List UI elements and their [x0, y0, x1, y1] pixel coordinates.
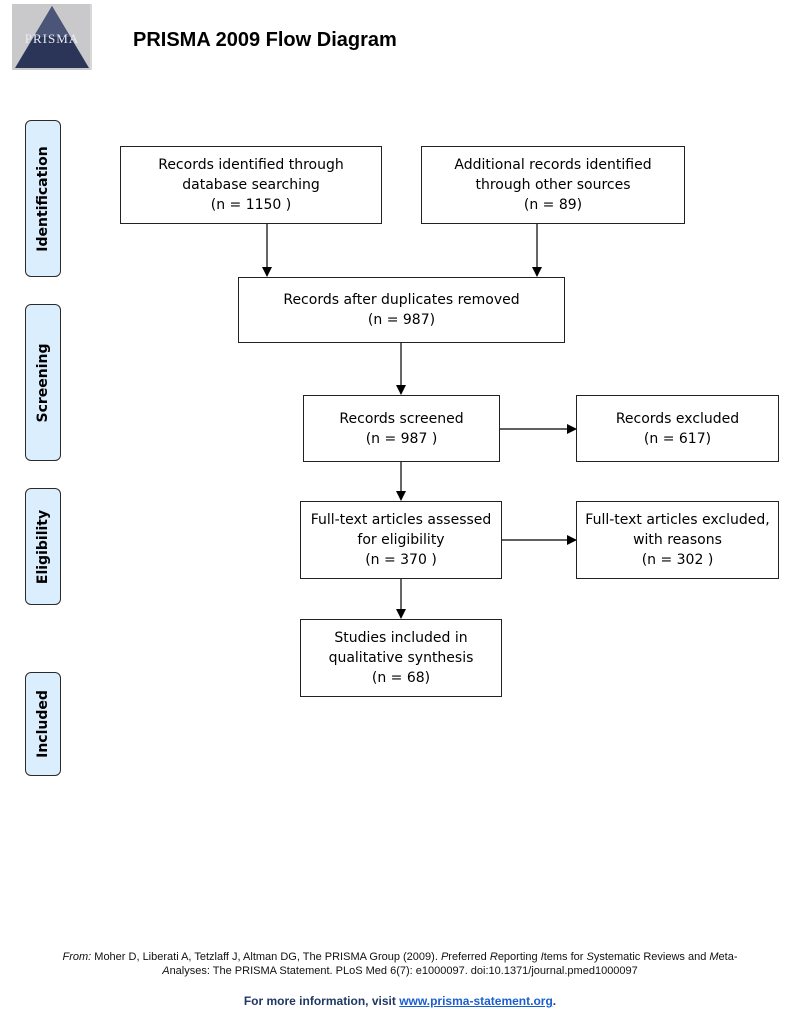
citation-title-part: eporting	[497, 951, 541, 963]
box-count: (n = 1150 )	[210, 197, 292, 213]
citation-title-letter: M	[709, 951, 719, 963]
phase-screening: Screening	[25, 304, 61, 461]
prisma-logo: PRISMA	[12, 4, 92, 70]
box-count: (n = 987)	[367, 312, 436, 328]
citation-title-part: eta-	[718, 951, 738, 963]
citation-title-letter: R	[489, 951, 498, 963]
footer-more-info: For more information, visit www.prisma-s…	[0, 994, 800, 1008]
box-text: database searching	[182, 177, 320, 193]
phase-identification: Identification	[25, 120, 61, 277]
box-after-duplicates: Records after duplicates removed (n = 98…	[238, 277, 565, 343]
phase-included: Included	[25, 672, 61, 776]
logo-triangle-icon	[15, 6, 89, 68]
citation-title-letter: A	[162, 965, 170, 977]
box-text: through other sources	[475, 177, 631, 193]
box-records-screened: Records screened (n = 987 )	[303, 395, 500, 462]
logo-text: PRISMA	[24, 31, 80, 46]
citation-title-letter: S	[586, 951, 594, 963]
box-text: with reasons	[633, 532, 722, 548]
box-text: Additional records identified	[454, 157, 652, 173]
citation-title-part: tems for	[543, 951, 587, 963]
box-other-sources: Additional records identified through ot…	[421, 146, 685, 224]
box-text: Records after duplicates removed	[283, 292, 520, 308]
box-text: for eligibility	[357, 532, 445, 548]
box-count: (n = 987 )	[365, 430, 438, 447]
footer-citation: From: Moher D, Liberati A, Tetzlaff J, A…	[20, 950, 780, 978]
box-text: Records excluded	[615, 410, 740, 427]
box-records-excluded: Records excluded (n = 617)	[576, 395, 779, 462]
box-text: qualitative synthesis	[328, 650, 474, 666]
citation-title-part: referred	[448, 951, 490, 963]
box-fulltext-assessed: Full-text articles assessed for eligibil…	[300, 501, 502, 579]
box-database-records: Records identified through database sear…	[120, 146, 382, 224]
box-text: Records identified through	[158, 157, 344, 173]
box-fulltext-excluded: Full-text articles excluded, with reason…	[576, 501, 779, 579]
box-count: (n = 89)	[523, 197, 583, 213]
box-count: (n = 68)	[371, 670, 431, 686]
citation-authors: Moher D, Liberati A, Tetzlaff J, Altman …	[91, 951, 441, 963]
phase-eligibility: Eligibility	[25, 488, 61, 605]
more-info-end: .	[552, 994, 557, 1008]
more-info-text: For more information, visit	[243, 994, 400, 1008]
citation-title-letter: I	[540, 951, 544, 963]
page-title: PRISMA 2009 Flow Diagram	[133, 29, 397, 51]
box-studies-included: Studies included in qualitative synthesi…	[300, 619, 502, 697]
citation-title-letter: P	[440, 951, 449, 963]
citation-from-label: From:	[62, 951, 92, 963]
box-count: (n = 370 )	[365, 552, 437, 568]
citation-title-part: ystematic Reviews and	[593, 951, 710, 963]
box-text: Records screened	[339, 410, 464, 427]
box-count: (n = 617)	[643, 430, 712, 447]
box-text: Full-text articles excluded,	[585, 512, 770, 528]
prisma-website-link[interactable]: www.prisma-statement.org	[399, 994, 553, 1008]
box-count: (n = 302 )	[641, 552, 714, 568]
box-text: Full-text articles assessed	[310, 512, 492, 528]
citation-journal: nalyses: The PRISMA Statement. PLoS Med …	[169, 965, 638, 977]
box-text: Studies included in	[334, 630, 468, 646]
